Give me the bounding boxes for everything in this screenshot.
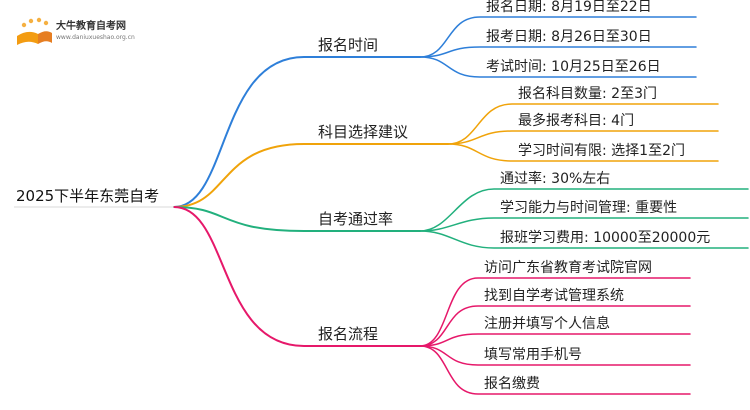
leaf-connector-1-3 [419,56,697,78]
branch-connector-2 [173,143,449,208]
leaf-label-1-1[interactable]: 报名日期: 8月19日至22日 [486,0,652,15]
leaf-label-4-3[interactable]: 注册并填写个人信息 [484,315,610,332]
leaf-connector-2-2 [447,130,719,145]
branch-label-1[interactable]: 报名时间 [318,36,378,54]
site-logo[interactable]: 大牛教育自考网 www.daniuxueshao.org.cn [14,14,135,48]
branch-connector-1 [173,56,421,208]
leaf-label-4-4[interactable]: 填写常用手机号 [484,347,582,363]
leaf-connector-2-3 [447,143,719,162]
leaf-connector-3-3 [419,230,749,249]
leaf-label-4-1[interactable]: 访问广东省教育考试院官网 [484,260,652,276]
leaf-label-3-1[interactable]: 通过率: 30%左右 [500,170,610,187]
leaf-connector-4-1 [419,277,691,347]
branch-connector-3 [173,206,421,232]
leaf-connector-1-1 [419,16,697,58]
leaf-connector-4-5 [419,345,691,395]
leaf-label-2-1[interactable]: 报名科目数量: 2至3门 [518,86,657,102]
logo-url: www.daniuxueshao.org.cn [56,34,135,41]
leaf-label-1-2[interactable]: 报考日期: 8月26日至30日 [486,29,652,45]
leaf-label-1-3[interactable]: 考试时间: 10月25日至26日 [486,59,661,75]
leaf-connector-4-4 [419,345,691,366]
branch-label-4[interactable]: 报名流程 [318,325,378,343]
leaf-connector-4-3 [419,333,691,347]
root-label[interactable]: 2025下半年东莞自考 [16,187,159,205]
branch-label-3[interactable]: 自考通过率 [318,210,393,228]
book-logo-icon [17,17,52,45]
branch-label-2[interactable]: 科目选择建议 [318,123,408,141]
leaf-connector-3-1 [419,188,749,232]
leaf-connector-1-2 [419,46,697,58]
leaf-connector-3-2 [419,217,749,232]
leaf-label-2-2[interactable]: 最多报考科目: 4门 [518,112,634,129]
leaf-label-3-3[interactable]: 报班学习费用: 10000至20000元 [500,230,710,246]
leaf-label-2-3[interactable]: 学习时间有限: 选择1至2门 [518,143,685,159]
leaf-connector-4-2 [419,305,691,347]
leaf-label-3-2[interactable]: 学习能力与时间管理: 重要性 [500,200,677,216]
leaf-label-4-5[interactable]: 报名缴费 [484,376,540,392]
leaf-connector-2-1 [447,103,719,145]
leaf-label-4-2[interactable]: 找到自学考试管理系统 [484,288,624,304]
branch-connector-4 [173,206,421,347]
logo-name: 大牛教育自考网 [56,21,126,32]
